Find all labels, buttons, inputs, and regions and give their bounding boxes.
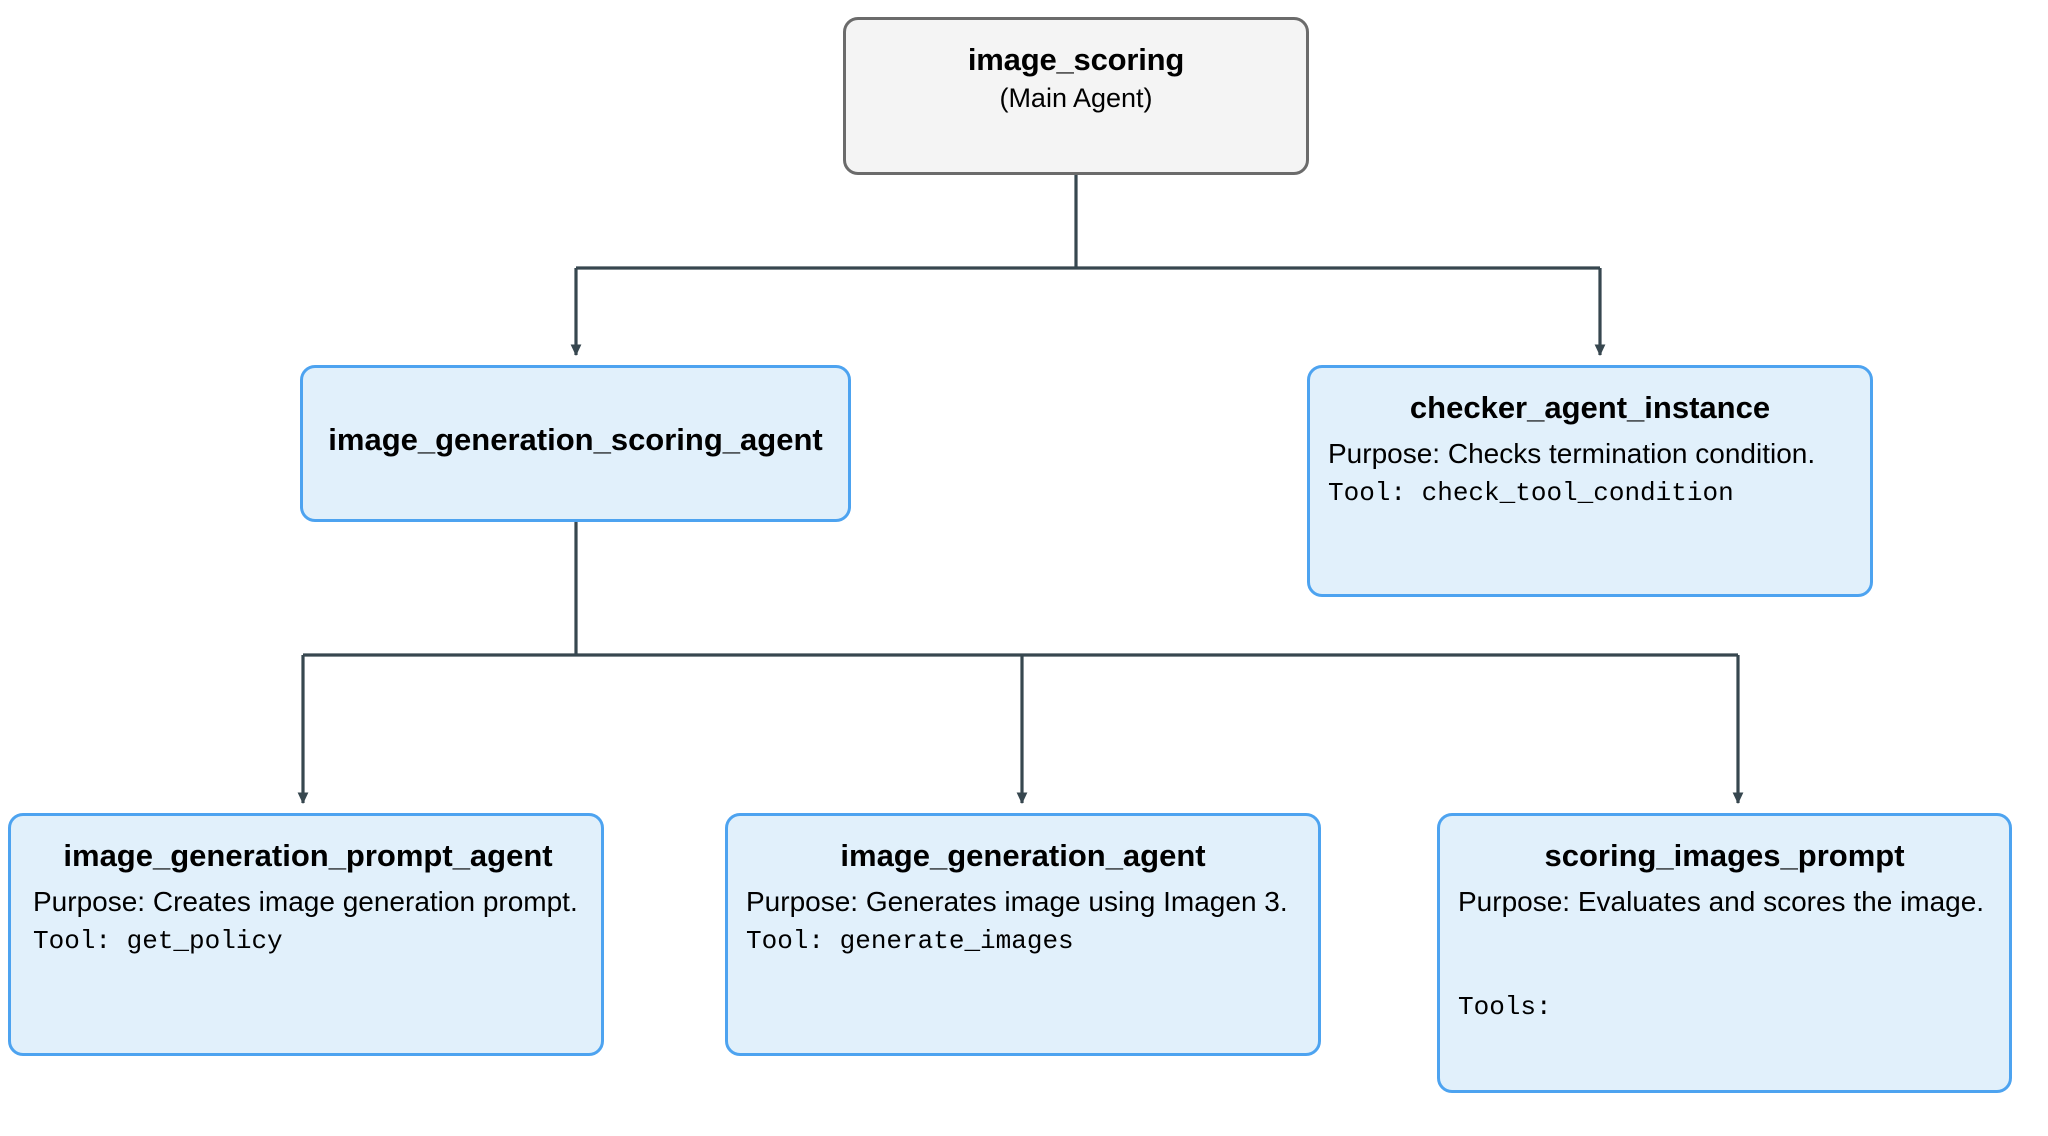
tool-label: Tool: xyxy=(746,926,840,956)
node-image-generation-prompt-agent[interactable]: image_generation_prompt_agent Purpose: C… xyxy=(8,813,604,1056)
node-checker-agent-instance[interactable]: checker_agent_instance Purpose: Checks t… xyxy=(1307,365,1873,597)
node-title-image-scoring: image_scoring xyxy=(967,42,1185,77)
node-purpose-scoring-images-prompt: Purpose: Evaluates and scores the image. xyxy=(1458,886,1985,917)
node-image-scoring[interactable]: image_scoring (Main Agent) xyxy=(843,17,1309,175)
node-title-checker-agent-instance: checker_agent_instance xyxy=(1409,390,1771,425)
node-title-scoring-images-prompt: scoring_images_prompt xyxy=(1544,838,1905,873)
tool-name-get-policy: get_policy xyxy=(126,926,283,956)
node-title-image-generation-agent: image_generation_agent xyxy=(840,838,1206,873)
node-purpose-checker-agent-instance: Purpose: Checks termination condition. xyxy=(1328,438,1816,469)
node-tool-image-generation-agent: Tool: generate_images xyxy=(746,926,1300,956)
node-subtitle-main-agent: (Main Agent) xyxy=(999,83,1153,113)
node-tool-image-generation-prompt-agent: Tool: get_policy xyxy=(33,926,583,956)
node-purpose-image-generation-agent: Purpose: Generates image using Imagen 3. xyxy=(746,886,1288,917)
node-scoring-images-prompt[interactable]: scoring_images_prompt Purpose: Evaluates… xyxy=(1437,813,2012,1093)
node-image-generation-scoring-agent[interactable]: image_generation_scoring_agent xyxy=(300,365,851,522)
node-image-generation-agent[interactable]: image_generation_agent Purpose: Generate… xyxy=(725,813,1321,1056)
tools-list: – get_policy – get_image – set_score xyxy=(1458,1089,1991,1136)
node-title-image-generation-prompt-agent: image_generation_prompt_agent xyxy=(63,838,553,873)
tool-label: Tool: xyxy=(1328,478,1422,508)
node-purpose-image-generation-prompt-agent: Purpose: Creates image generation prompt… xyxy=(33,886,578,917)
node-tool-checker-agent-instance: Tool: check_tool_condition xyxy=(1328,478,1852,508)
tools-label: Tools: xyxy=(1458,992,1552,1022)
tool-name-generate-images: generate_images xyxy=(839,926,1074,956)
tool-name-check-tool-condition: check_tool_condition xyxy=(1421,478,1734,508)
node-title-image-generation-scoring-agent: image_generation_scoring_agent xyxy=(328,422,823,457)
tool-label: Tool: xyxy=(33,926,127,956)
node-tools-scoring-images-prompt: Tools: – get_policy – get_image – set_sc… xyxy=(1458,926,1991,1136)
